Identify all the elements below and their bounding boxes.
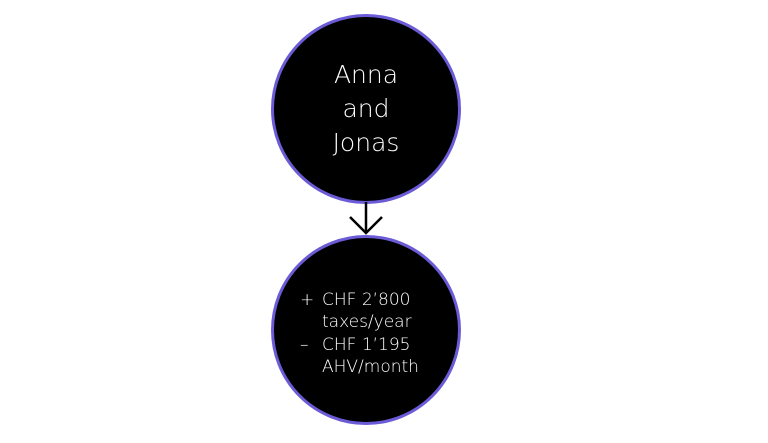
tax-unit: taxes/year bbox=[322, 312, 412, 332]
person-name-line-2: and bbox=[342, 94, 390, 123]
person-node: Anna and Jonas bbox=[271, 14, 461, 204]
ahv-item: –CHF 1’195 AHV/month bbox=[300, 334, 419, 378]
plus-sign: + bbox=[300, 290, 315, 310]
person-name-line-3: Jonas bbox=[332, 128, 400, 157]
tax-amount: CHF 2’800 bbox=[322, 290, 411, 310]
cost-node: + CHF 2’800 taxes/year –CHF 1’195 AHV/mon… bbox=[271, 235, 461, 425]
arrow-down-icon bbox=[349, 202, 383, 235]
tax-item: + CHF 2’800 taxes/year bbox=[300, 289, 412, 333]
person-name-line-1: Anna bbox=[333, 60, 399, 89]
ahv-amount: CHF 1’195 bbox=[322, 335, 411, 355]
minus-sign: – bbox=[300, 335, 309, 355]
ahv-unit: AHV/month bbox=[322, 357, 419, 377]
